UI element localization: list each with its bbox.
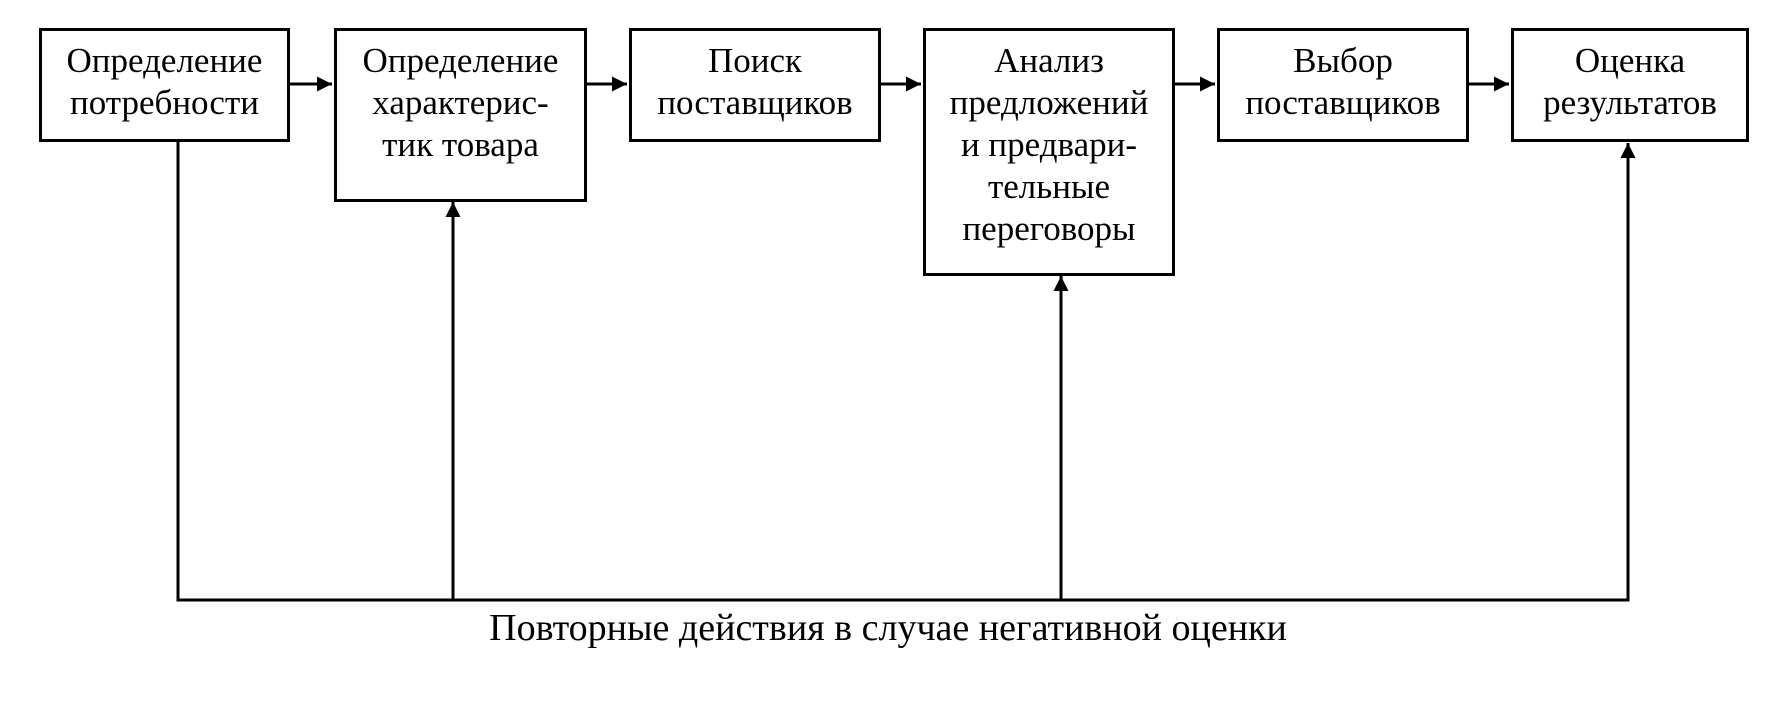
step-results-evaluation: Оценка результатов [1511, 28, 1749, 142]
step-supplier-search: Поиск поставщиков [629, 28, 881, 142]
step-supplier-selection: Выбор поставщиков [1217, 28, 1469, 142]
step-product-characteristics-label: Определение характерис- тик товара [362, 41, 559, 164]
feedback-caption: Повторные действия в случае негативной о… [489, 607, 1287, 649]
step-proposal-analysis: Анализ предложений и предвари- тельные п… [923, 28, 1175, 276]
step-results-evaluation-label: Оценка результатов [1543, 41, 1717, 122]
step-supplier-selection-label: Выбор поставщиков [1245, 41, 1441, 122]
step-proposal-analysis-label: Анализ предложений и предвари- тельные п… [949, 41, 1149, 248]
step-need-definition: Определение потребности [39, 28, 290, 142]
step-product-characteristics: Определение характерис- тик товара [334, 28, 587, 202]
step-supplier-search-label: Поиск поставщиков [657, 41, 853, 122]
step-need-definition-label: Определение потребности [66, 41, 263, 122]
